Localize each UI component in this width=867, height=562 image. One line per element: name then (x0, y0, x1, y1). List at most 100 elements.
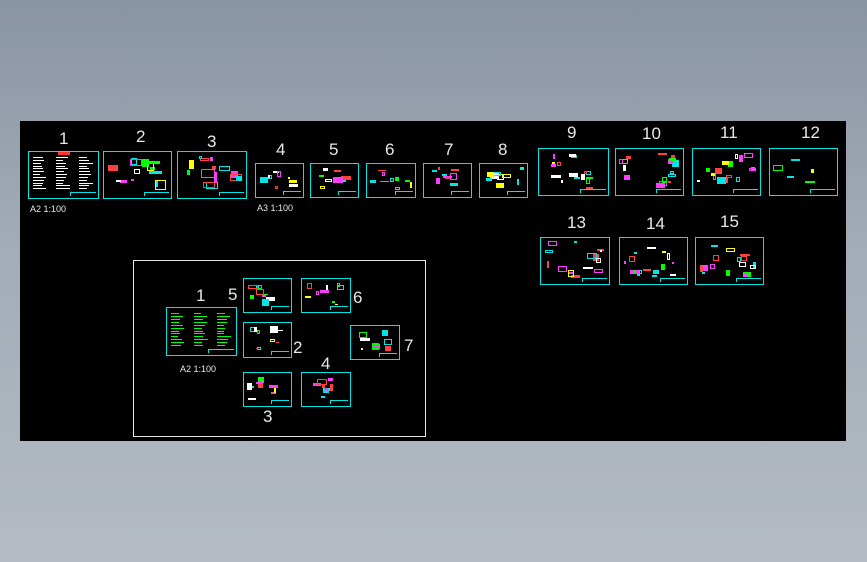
text-line-mark (217, 315, 231, 317)
drawing-mark (333, 169, 342, 173)
drawing-mark (786, 176, 794, 179)
title-block (143, 192, 169, 196)
sheet-12[interactable] (769, 148, 838, 196)
title-block (218, 192, 244, 196)
text-line-mark (194, 318, 204, 320)
inset-sheet-1[interactable] (166, 307, 237, 356)
drawing-mark (667, 158, 673, 164)
drawing-mark (709, 264, 715, 269)
text-line-mark (171, 330, 179, 332)
inset-sheet-3[interactable] (243, 372, 292, 407)
drawing-mark (702, 271, 705, 274)
drawing-mark (187, 170, 191, 176)
text-line-mark (194, 324, 206, 326)
sheet-9[interactable] (538, 148, 609, 196)
drawing-mark (710, 172, 715, 177)
drawing-mark (583, 170, 588, 175)
drawing-mark (791, 158, 801, 162)
sheet-5[interactable] (310, 163, 359, 198)
drawing-mark (599, 249, 603, 252)
sheet-1[interactable] (28, 151, 99, 199)
drawing-mark (119, 179, 127, 184)
text-line-mark (171, 313, 180, 314)
drawing-mark (149, 167, 156, 170)
inset-sheet-4[interactable] (301, 372, 351, 407)
drawing-mark (573, 241, 578, 244)
text-line-mark (33, 174, 41, 175)
drawing-mark (740, 253, 750, 256)
drawing-mark (332, 300, 335, 303)
drawing-canvas[interactable]: 1 2 3 4 5 6 7 8 9 10 11 12 13 14 15 A2 1… (20, 121, 846, 441)
text-line-mark (194, 336, 204, 338)
title-block (735, 278, 761, 282)
text-line-mark (171, 342, 185, 344)
drawing-mark (547, 241, 558, 247)
title-block (655, 189, 681, 193)
drawing-mark (623, 165, 626, 171)
text-line-mark (194, 345, 203, 347)
drawing-mark (257, 377, 264, 384)
text-line-mark (194, 313, 201, 314)
text-line-mark (217, 321, 227, 323)
sheet-7[interactable] (423, 163, 472, 198)
inset-sheet-5[interactable] (243, 278, 292, 313)
inset-sheet-number-6: 6 (353, 288, 363, 307)
drawing-mark (585, 176, 594, 179)
text-line-mark (194, 342, 203, 344)
drawing-mark (188, 159, 195, 169)
text-line-mark (217, 330, 225, 332)
inset-sheet-number-3: 3 (263, 407, 273, 426)
sheet-3[interactable] (177, 151, 247, 199)
text-line-mark (56, 157, 68, 158)
sheet-15[interactable] (695, 237, 764, 285)
drawing-mark (633, 252, 638, 254)
sheet-6[interactable] (366, 163, 416, 198)
text-line-mark (171, 339, 183, 341)
drawing-mark (442, 173, 447, 176)
sheet-10[interactable] (615, 148, 684, 196)
text-line-mark (79, 159, 90, 161)
drawing-mark (666, 253, 671, 260)
drawing-mark (319, 186, 325, 190)
drawing-mark (268, 384, 279, 389)
sheet-number-5: 5 (329, 140, 339, 159)
sheet-13[interactable] (540, 237, 610, 285)
drawing-mark (561, 180, 564, 184)
drawing-mark (288, 183, 299, 187)
text-line-mark (217, 318, 227, 320)
drawing-mark (487, 171, 494, 177)
drawing-mark (445, 177, 450, 180)
drawing-mark (405, 179, 411, 183)
sheet-11[interactable] (692, 148, 761, 196)
sheet-8[interactable] (479, 163, 528, 198)
drawing-mark (380, 181, 390, 183)
drawing-mark (567, 269, 575, 277)
inset-sheet-2[interactable] (243, 322, 292, 358)
drawing-mark (312, 382, 321, 387)
drawing-mark (316, 378, 327, 385)
drawing-mark (273, 330, 283, 332)
sheet-2[interactable] (103, 151, 172, 199)
sheet-14[interactable] (619, 237, 688, 285)
drawing-mark (255, 347, 259, 349)
drawing-mark (287, 177, 290, 180)
inset-sheet-6[interactable] (301, 278, 351, 313)
drawing-mark (384, 345, 392, 351)
drawing-mark (739, 262, 747, 267)
drawing-mark (250, 294, 254, 299)
inset-layout-frame[interactable] (133, 260, 426, 437)
inset-sheet-number-2: 2 (293, 338, 303, 357)
text-line-mark (56, 188, 71, 190)
sheet-4[interactable] (255, 163, 304, 198)
drawing-mark (623, 260, 627, 264)
inset-sheet-7[interactable] (350, 325, 400, 360)
text-line-mark (194, 330, 203, 332)
text-line-mark (33, 185, 42, 187)
text-line-mark (79, 176, 88, 178)
inset-scale-label-a2: A2 1:100 (180, 364, 217, 374)
drawing-mark (289, 179, 297, 183)
title-block (329, 306, 348, 310)
drawing-mark (335, 304, 339, 306)
text-line-mark (56, 174, 67, 175)
drawing-mark (432, 170, 438, 172)
